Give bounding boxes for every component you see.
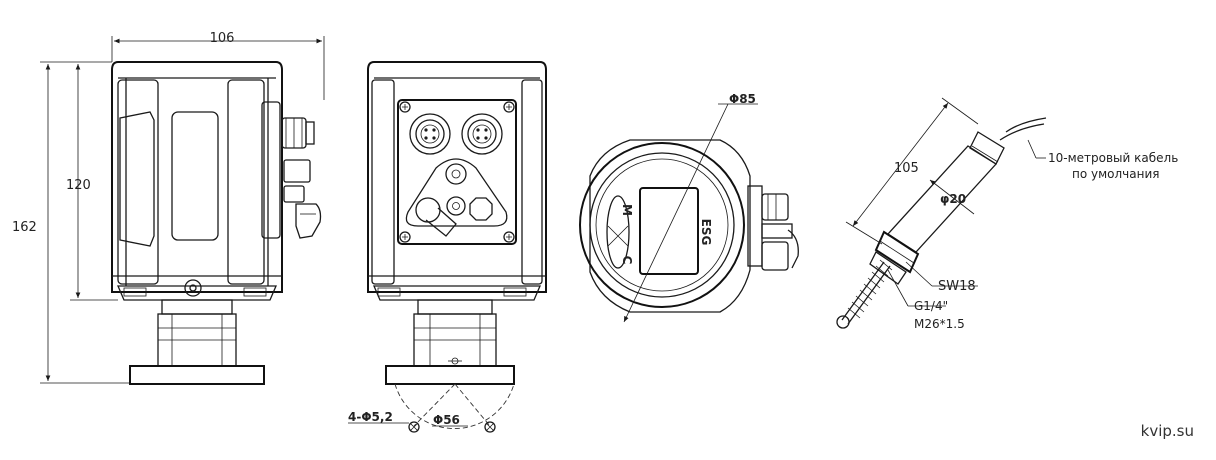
- front-view: 4-Φ5,2 Φ56: [348, 61, 547, 433]
- probe-length-dimension: 105: [894, 161, 919, 176]
- thread-label-1: G1/4": [914, 299, 948, 313]
- watermark: kvip.su: [1140, 422, 1194, 440]
- display-view: M C ESG Φ85: [579, 92, 799, 323]
- total-height-dimension: 162: [12, 220, 37, 235]
- wrench-size-label: SW18: [938, 279, 976, 294]
- width-dimension: 106: [210, 31, 235, 46]
- display-diameter-dimension: Φ85: [729, 92, 756, 106]
- thread-label-2: M26*1.5: [914, 317, 965, 331]
- holes-dimension: 4-Φ5,2: [348, 410, 393, 424]
- m-key: M: [620, 204, 634, 216]
- probe-diameter-dimension: φ20: [940, 192, 966, 206]
- body-height-dimension: 120: [66, 178, 91, 193]
- cable-note-line1: 10-метровый кабель: [1048, 151, 1178, 165]
- side-view: 106 162 120: [12, 31, 325, 385]
- bolt-circle-dimension: Φ56: [433, 413, 460, 427]
- esg-logo: ESG: [699, 219, 713, 246]
- probe-view: 105 φ20 SW18 G1/4" M26*1.5 10-метровый к…: [836, 97, 1178, 331]
- thread-hatching: [847, 259, 893, 319]
- c-key: C: [620, 256, 634, 265]
- cable-note-line2: по умолчания: [1072, 167, 1159, 181]
